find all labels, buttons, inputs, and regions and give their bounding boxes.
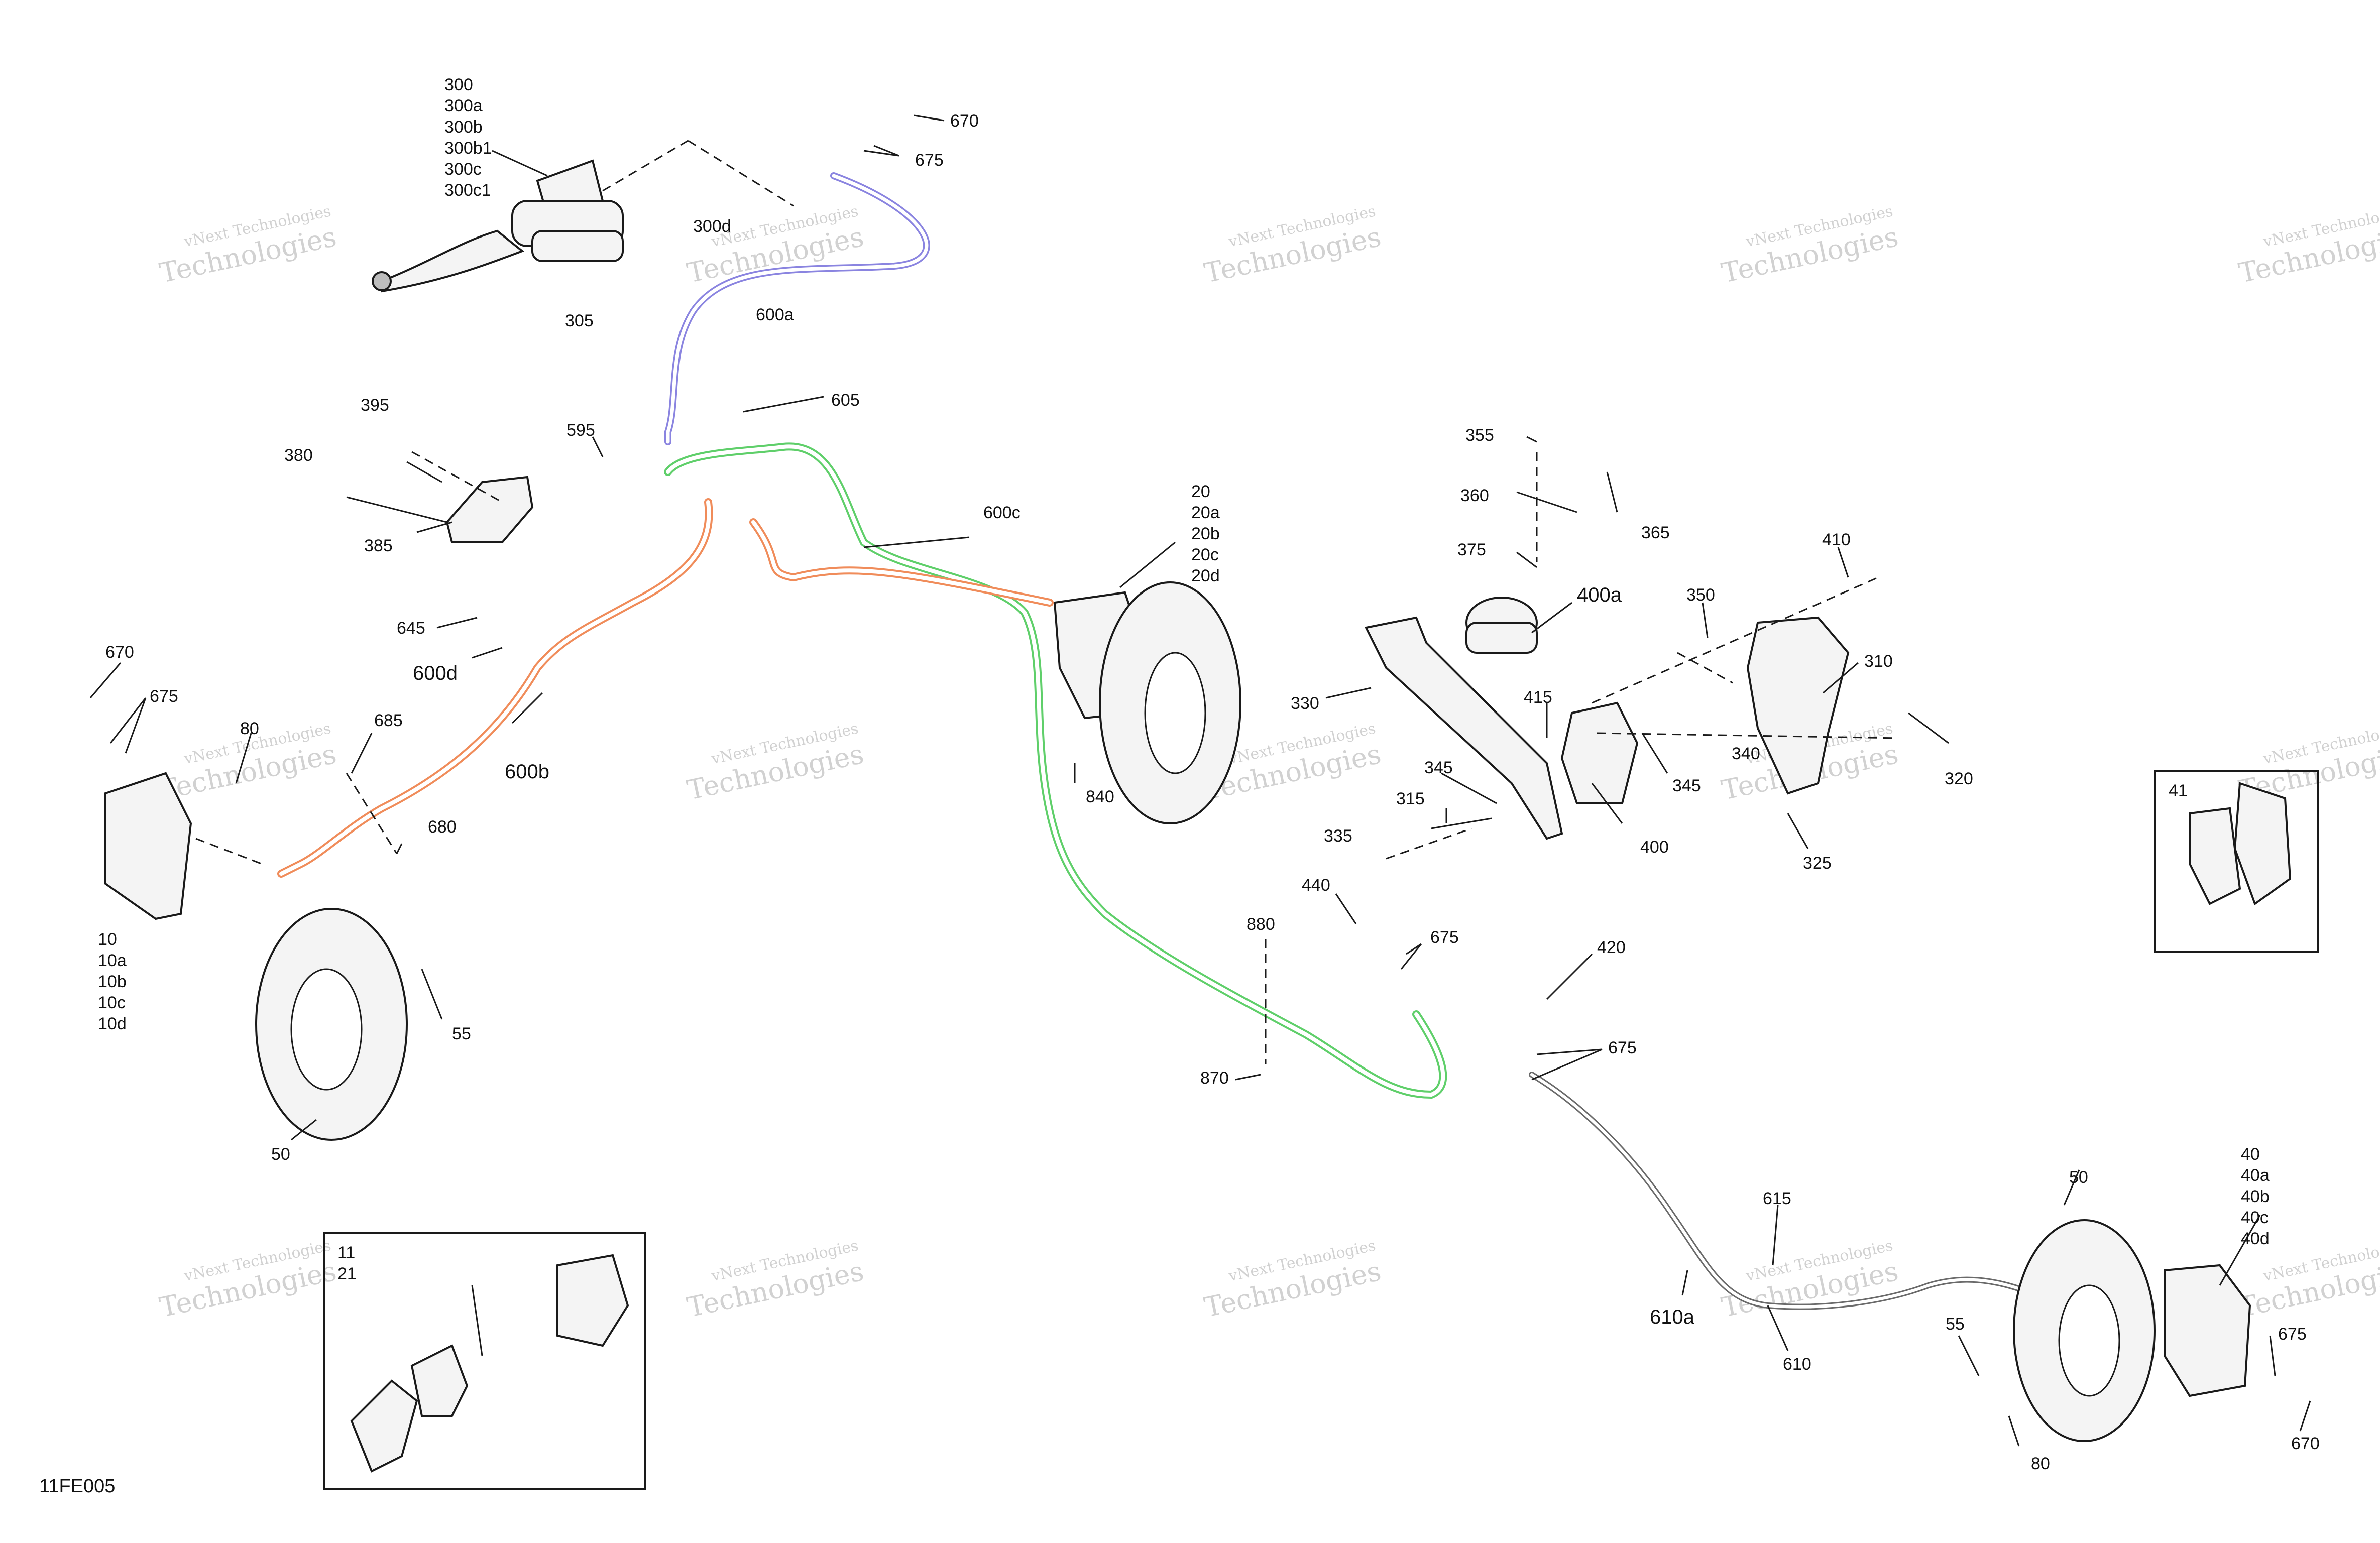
callout-label: 870 xyxy=(1200,1069,1229,1088)
callout-label: 300d xyxy=(693,217,731,236)
callout-label: 675 xyxy=(1608,1038,1637,1057)
callout-label: 675 xyxy=(1430,928,1459,947)
callout-label: 20d xyxy=(1191,566,1220,585)
disc-front-right xyxy=(1099,581,1241,824)
callout-label: 21 xyxy=(337,1264,357,1283)
callout-label: 615 xyxy=(1763,1189,1791,1208)
callout-label: 600b xyxy=(505,761,549,783)
rear-master-cylinder-400 xyxy=(1560,701,1639,804)
callout-label: 360 xyxy=(1460,486,1489,505)
callout-label: 50 xyxy=(271,1145,290,1164)
callout-label: 605 xyxy=(831,391,860,410)
callout-label: 350 xyxy=(1686,585,1715,605)
diagram-id: 11FE005 xyxy=(39,1476,115,1497)
callout-label: 325 xyxy=(1803,854,1832,873)
disc-rear xyxy=(2013,1219,2156,1442)
callout-label: 670 xyxy=(950,111,979,131)
callout-labels: 300 300a 300b 300b1 300c 300c1 300d 305 … xyxy=(98,75,2320,1473)
callout-label: 415 xyxy=(1524,688,1552,707)
callout-label: 330 xyxy=(1291,694,1319,713)
callout-label: 80 xyxy=(2031,1454,2050,1473)
callout-label: 610a xyxy=(1650,1306,1695,1328)
callout-label: 675 xyxy=(150,687,178,706)
callout-label: 670 xyxy=(2291,1434,2320,1453)
callout-label: 375 xyxy=(1457,540,1486,559)
callout-label: 315 xyxy=(1396,789,1425,808)
callout-label: 440 xyxy=(1302,876,1330,895)
bracket-385 xyxy=(445,476,534,543)
disc-front-left xyxy=(255,908,408,1141)
callout-label: 310 xyxy=(1864,652,1893,671)
leader-lines xyxy=(89,114,2311,1447)
callout-label: 20 xyxy=(1191,482,1210,501)
master-cylinder-300 xyxy=(372,159,624,293)
callout-label: 40a xyxy=(2241,1166,2270,1185)
callout-label: 385 xyxy=(364,536,393,555)
callout-label: 335 xyxy=(1324,826,1352,846)
callout-label: 10c xyxy=(98,993,126,1012)
callout-label: 10d xyxy=(98,1014,127,1033)
callout-label: 365 xyxy=(1641,523,1670,542)
callout-label: 10b xyxy=(98,972,127,991)
callout-label: 40c xyxy=(2241,1208,2269,1227)
callout-label: 20a xyxy=(1191,503,1220,522)
callout-label: 420 xyxy=(1597,938,1626,957)
brake-lines xyxy=(277,172,2097,1329)
callout-label: 300c xyxy=(444,160,482,179)
callout-label: 40d xyxy=(2241,1229,2270,1248)
callout-label: 340 xyxy=(1732,744,1760,763)
callout-label: 300b xyxy=(444,117,483,137)
callout-label: 20c xyxy=(1191,545,1219,564)
callout-label: 300b1 xyxy=(444,139,492,158)
callout-label: 380 xyxy=(284,446,313,465)
callout-label: 600a xyxy=(756,305,794,324)
callout-label: 10a xyxy=(98,951,127,970)
callout-label: 10 xyxy=(98,930,117,949)
callout-label: 300c1 xyxy=(444,181,491,200)
brake-line-orange xyxy=(277,498,713,878)
callout-label: 595 xyxy=(566,421,595,440)
callout-label: 41 xyxy=(2169,781,2188,800)
callout-label: 395 xyxy=(361,396,389,415)
callout-label: 11 xyxy=(337,1243,355,1262)
callout-label: 300a xyxy=(444,96,483,115)
callout-label: 80 xyxy=(240,719,259,738)
callout-label: 680 xyxy=(428,817,457,837)
inset-box-11-21 xyxy=(323,1232,646,1490)
callout-label: 345 xyxy=(1672,776,1701,795)
callout-label: 55 xyxy=(1946,1315,1965,1334)
callout-label: 400 xyxy=(1640,838,1669,857)
watermark-layer: vNext Technologies Technologies vNext Te… xyxy=(157,202,2380,1323)
callout-label: 685 xyxy=(374,711,403,730)
callout-label: 345 xyxy=(1424,758,1453,777)
callout-label: 675 xyxy=(2278,1325,2307,1344)
callout-label: 670 xyxy=(105,643,134,662)
callout-label: 400a xyxy=(1577,584,1622,606)
caliper-40 xyxy=(2164,1264,2251,1397)
inset-box-41 xyxy=(2154,770,2319,953)
callout-label: 50 xyxy=(2069,1168,2088,1187)
callout-label: 320 xyxy=(1945,769,1973,788)
callout-label: 600c xyxy=(983,503,1021,522)
callout-label: 410 xyxy=(1822,530,1851,549)
bracket-310 xyxy=(1746,616,1850,795)
callout-label: 355 xyxy=(1465,426,1494,445)
callout-label: 300 xyxy=(444,75,473,94)
callout-label: 840 xyxy=(1086,787,1114,806)
callout-label: 610 xyxy=(1783,1355,1811,1374)
callout-label: 40 xyxy=(2241,1145,2260,1164)
pedal-330 xyxy=(1365,616,1563,840)
callout-label: 645 xyxy=(397,619,425,638)
callout-label: 675 xyxy=(915,151,944,170)
reservoir-400a xyxy=(1465,597,1538,654)
callout-label: 305 xyxy=(565,311,594,330)
callout-label: 880 xyxy=(1246,915,1275,934)
callout-label: 55 xyxy=(452,1024,471,1043)
callout-label: 20b xyxy=(1191,524,1220,543)
callout-label: 600d xyxy=(413,662,458,684)
caliper-10 xyxy=(104,772,192,920)
callout-label: 40b xyxy=(2241,1187,2270,1206)
